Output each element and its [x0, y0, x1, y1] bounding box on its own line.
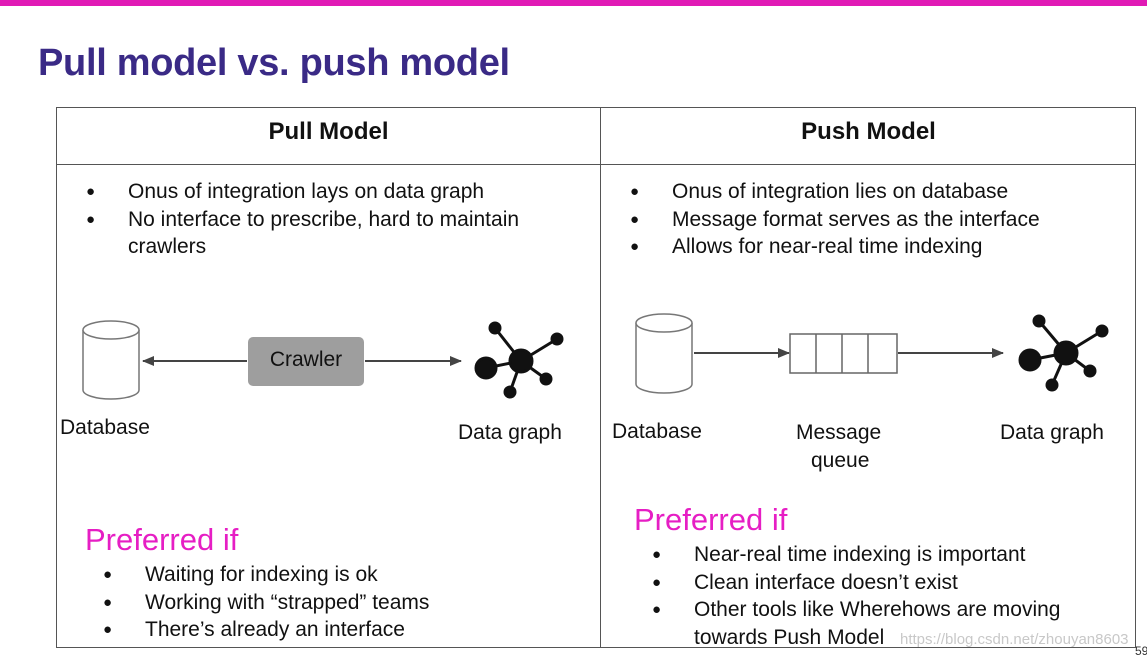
pull-bullet-2-continuation: crawlers: [128, 235, 207, 258]
comparison-table: [56, 107, 1136, 648]
push-model-header: Push Model: [801, 118, 936, 145]
push-bullet-1: Onus of integration lies on database: [630, 178, 1130, 206]
slide-title: Pull model vs. push model: [38, 42, 510, 84]
pull-preferred-list: Waiting for indexing is ok Working with …: [103, 561, 583, 644]
pull-preferred-item-2: Working with “strapped” teams: [103, 589, 583, 617]
push-preferred-title: Preferred if: [634, 502, 788, 537]
push-preferred-item-2: Clean interface doesn’t exist: [652, 569, 1132, 597]
pull-graph-network-icon: [474, 321, 564, 399]
page-number: 59: [1135, 644, 1147, 658]
pull-bullet-1: Onus of integration lays on data graph: [86, 178, 596, 206]
push-preferred-item-3-continuation: towards Push Model: [694, 625, 885, 649]
push-bullet-list: Onus of integration lies on database Mes…: [630, 178, 1130, 261]
push-graph-network-icon: [1018, 314, 1109, 392]
pull-bullet-list: Onus of integration lays on data graph N…: [86, 178, 596, 261]
push-preferred-item-1: Near-real time indexing is important: [652, 541, 1132, 569]
queue-label-line1: Message: [796, 421, 882, 444]
push-preferred-item-3: Other tools like Wherehows are moving: [652, 596, 1132, 624]
top-accent-bar: [0, 0, 1147, 6]
crawler-label: Crawler: [269, 348, 343, 371]
pull-preferred-item-3: There’s already an interface: [103, 616, 583, 644]
table-header-divider: [56, 164, 1136, 165]
push-graph-label: Data graph: [1000, 421, 1104, 444]
push-database-label: Database: [612, 420, 702, 443]
pull-preferred-item-1: Waiting for indexing is ok: [103, 561, 583, 589]
pull-preferred-title: Preferred if: [85, 522, 239, 557]
watermark-url: https://blog.csdn.net/zhouyan8603: [900, 631, 1129, 648]
table-column-divider: [600, 107, 601, 648]
push-database-icon: [635, 313, 693, 394]
push-preferred-list: Near-real time indexing is important Cle…: [652, 541, 1132, 651]
pull-database-icon: [82, 320, 140, 400]
queue-label-line2: queue: [811, 449, 870, 472]
pull-bullet-2: No interface to prescribe, hard to maint…: [86, 206, 596, 234]
pull-model-header: Pull Model: [268, 118, 389, 145]
message-queue-icon: [789, 333, 898, 374]
push-bullet-2: Message format serves as the interface: [630, 206, 1130, 234]
push-bullet-3: Allows for near-real time indexing: [630, 233, 1130, 261]
crawler-box: [248, 337, 364, 386]
pull-database-label: Database: [60, 416, 150, 439]
pull-graph-label: Data graph: [458, 421, 562, 444]
